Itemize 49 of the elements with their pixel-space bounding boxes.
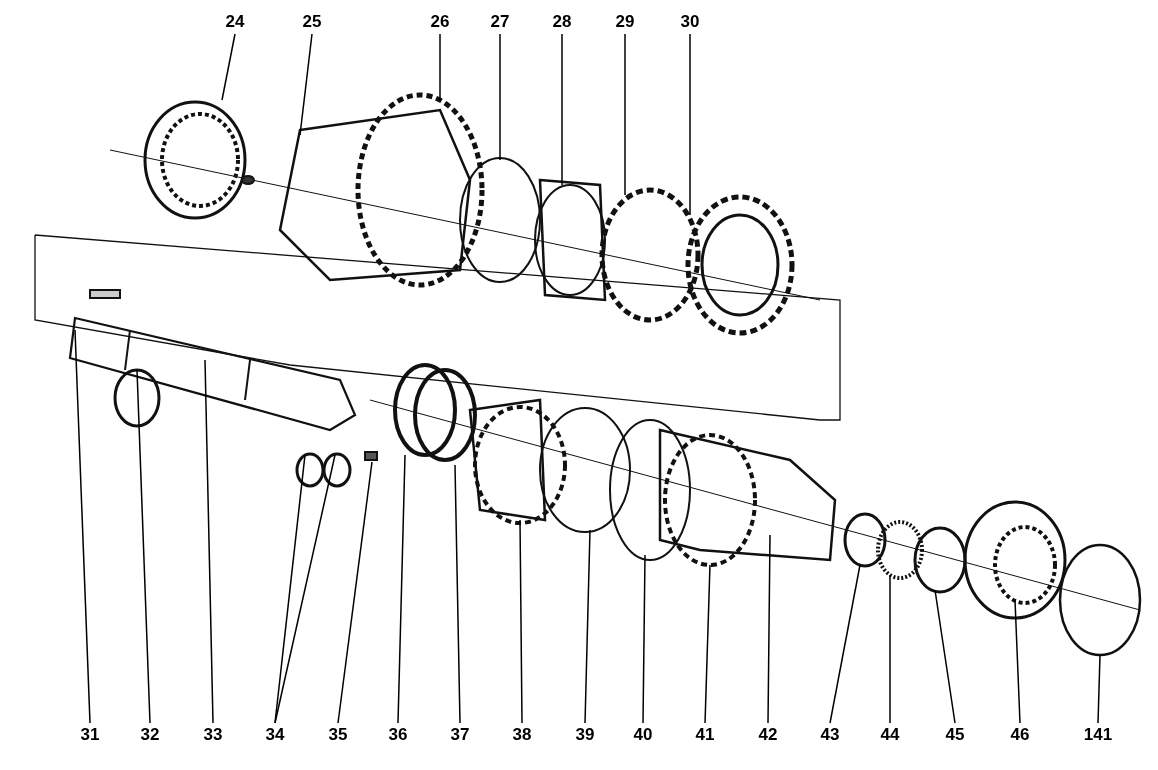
callout-number: 38 bbox=[502, 725, 542, 745]
callout-number: 39 bbox=[565, 725, 605, 745]
leader-line bbox=[439, 33, 441, 101]
leader-line bbox=[1097, 654, 1101, 724]
leader-line bbox=[337, 461, 373, 724]
callout-number: 141 bbox=[1078, 725, 1118, 745]
callout-number: 41 bbox=[685, 725, 725, 745]
callout-number: 35 bbox=[318, 725, 358, 745]
callout-number: 44 bbox=[870, 725, 910, 745]
leader-line bbox=[397, 454, 406, 724]
callout-number: 29 bbox=[605, 12, 645, 32]
leader-line bbox=[642, 554, 646, 724]
leader-line bbox=[624, 33, 626, 196]
callout-number: 26 bbox=[420, 12, 460, 32]
leader-line bbox=[299, 33, 313, 136]
leader-line bbox=[584, 529, 591, 724]
callout-number: 32 bbox=[130, 725, 170, 745]
leader-line bbox=[889, 574, 891, 724]
leader-line bbox=[519, 519, 523, 724]
callout-number: 42 bbox=[748, 725, 788, 745]
leader-line bbox=[704, 564, 711, 724]
callout-number: 28 bbox=[542, 12, 582, 32]
leader-line bbox=[689, 33, 691, 216]
leader-line bbox=[274, 454, 306, 724]
callout-number: 27 bbox=[480, 12, 520, 32]
callout-number: 37 bbox=[440, 725, 480, 745]
callout-number: 46 bbox=[1000, 725, 1040, 745]
leader-line bbox=[274, 454, 336, 724]
leader-line bbox=[221, 33, 236, 101]
leader-line bbox=[829, 564, 861, 724]
callout-number: 33 bbox=[193, 725, 233, 745]
leader-line bbox=[136, 369, 151, 724]
callout-number: 24 bbox=[215, 12, 255, 32]
callout-number: 25 bbox=[292, 12, 332, 32]
callout-number: 45 bbox=[935, 725, 975, 745]
leader-line bbox=[499, 33, 501, 161]
leader-line bbox=[561, 33, 563, 186]
callout-number: 36 bbox=[378, 725, 418, 745]
leader-line bbox=[767, 534, 771, 724]
leader-line bbox=[204, 359, 214, 724]
leader-line bbox=[1014, 599, 1021, 724]
callout-number: 40 bbox=[623, 725, 663, 745]
callout-number: 43 bbox=[810, 725, 850, 745]
callout-number: 31 bbox=[70, 725, 110, 745]
leader-line bbox=[74, 329, 91, 724]
callout-number: 34 bbox=[255, 725, 295, 745]
leader-line bbox=[934, 589, 956, 724]
callout-number: 30 bbox=[670, 12, 710, 32]
leader-line bbox=[454, 464, 461, 724]
